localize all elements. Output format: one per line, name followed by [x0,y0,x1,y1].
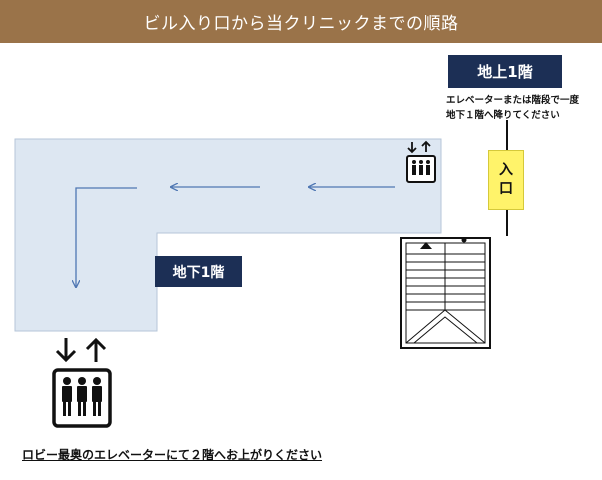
title-bar: ビル入り口から当クリニックまでの順路 [0,0,602,43]
entrance-sign: 入 口 [488,150,524,210]
elevator-stairs-note: エレベーターまたは階段で一度 地下１階へ降りてください [446,93,579,123]
entrance-char-1: 入 [499,162,513,178]
elevator-icon [406,140,436,183]
elevator-stairs-note-line1: エレベーターまたは階段で一度 [446,95,580,106]
ground-floor-label: 地上1階 [448,55,562,88]
basement-floor-area [14,138,442,332]
lobby-elevator-note: ロビー最奥のエレベーターにて２階へお上がりください [22,448,323,462]
route-arrow-down [76,187,137,287]
basement-floor-label: 地下1階 [155,256,242,287]
entrance-char-2: 口 [499,181,513,197]
elevator-icon-large [52,337,112,428]
elevator-stairs-note-line2: 地下１階へ降りてください [446,110,560,121]
stairs-icon [400,237,491,349]
page-title: ビル入り口から当クリニックまでの順路 [143,14,459,34]
